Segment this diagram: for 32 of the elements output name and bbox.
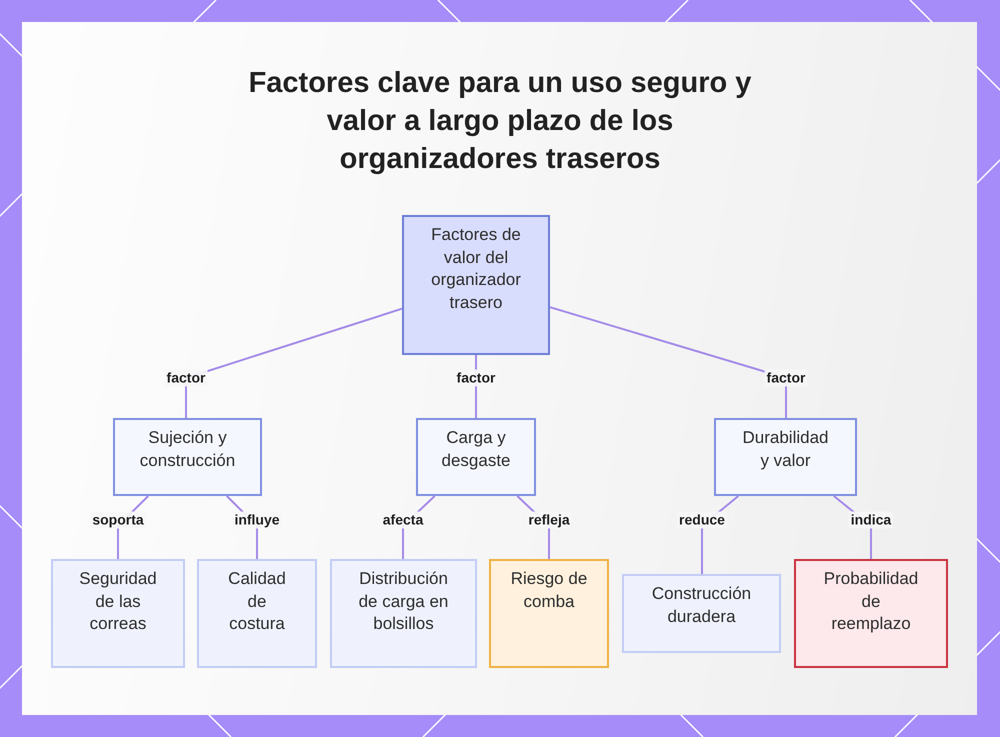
concept-box: [330, 559, 477, 668]
node-text: Calidad de costura: [227, 568, 287, 635]
concept-box: [714, 418, 857, 496]
node-text: Distribución de carga en bolsillos: [358, 568, 450, 635]
concept-box: [113, 418, 262, 496]
node-text: Probabilidad de reemplazo: [822, 568, 920, 635]
edge-label: indica: [848, 512, 894, 528]
edge-label: influye: [232, 512, 282, 528]
connector-line: [185, 308, 402, 418]
edge-label: reduce: [677, 512, 727, 528]
edge-label: soporta: [90, 512, 146, 528]
edge-label: factor: [764, 370, 808, 386]
node-text: Construcción duradera: [650, 583, 752, 628]
root-box: [402, 215, 550, 355]
concept-box: [416, 418, 536, 496]
title: Factores clave para un uso seguro y valor a largo plazo de los organizadores traseros: [248, 66, 752, 177]
node-text: Sujeción y construcción: [138, 427, 236, 472]
concept-box: [794, 559, 948, 668]
edge-label: factor: [164, 370, 208, 386]
concept-box: [622, 574, 781, 653]
concept-box: [197, 559, 317, 668]
node-text: Factores de valor del organizador trasero: [430, 224, 522, 314]
edge-label: afecta: [380, 512, 426, 528]
concept-box: [51, 559, 185, 668]
connector-line: [550, 306, 787, 418]
edge-label: factor: [454, 370, 498, 386]
node-text: Riesgo de comba: [510, 568, 588, 612]
node-text: Carga y desgaste: [440, 427, 512, 472]
node-text: Durabilidad y valor: [742, 427, 830, 472]
edge-label: refleja: [526, 512, 572, 528]
concept-box: [489, 559, 609, 668]
node-text: Seguridad de las correas: [78, 568, 158, 635]
